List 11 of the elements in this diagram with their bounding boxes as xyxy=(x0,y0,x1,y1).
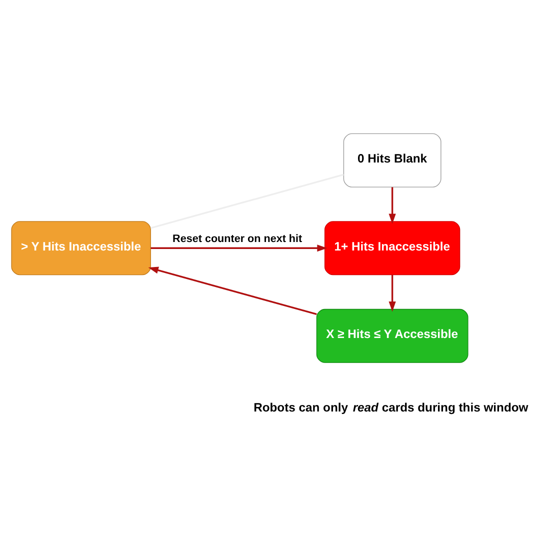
edge-label: Reset counter on next hit xyxy=(172,232,302,245)
arrow xyxy=(148,266,317,316)
arrow xyxy=(388,274,396,312)
node-box: > Y Hits Inaccessible xyxy=(11,221,151,276)
node-box: X ≥ Hits ≤ Y Accessible xyxy=(316,308,468,363)
node-label: Robots can only read cards during this window xyxy=(254,400,528,414)
arrow xyxy=(388,187,396,224)
node-box: 0 Hits Blank xyxy=(343,133,442,188)
connector xyxy=(150,174,344,229)
arrow xyxy=(150,244,328,252)
node-box: 1+ Hits Inaccessible xyxy=(324,221,460,276)
